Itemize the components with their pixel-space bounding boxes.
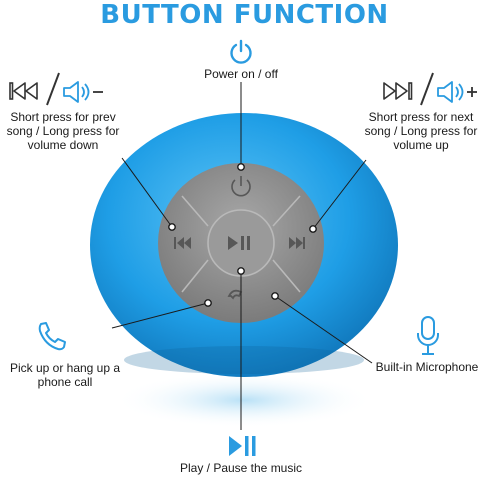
page-title: BUTTON FUNCTION (100, 0, 389, 30)
phone-icon (38, 322, 66, 351)
next-label: Short press for next song / Long press f… (364, 110, 478, 152)
play-pause-icon (229, 436, 256, 456)
microphone-icon (417, 316, 439, 355)
separator-slash (420, 72, 434, 106)
microphone-label: Built-in Microphone (375, 360, 479, 374)
power-label: Power on / off (204, 67, 278, 81)
speaker-shadow (114, 372, 374, 428)
previous-track-icon (9, 82, 38, 100)
play-label: Play / Pause the music (179, 461, 303, 475)
volume-down-icon (63, 81, 103, 103)
phone-label: Pick up or hang up a phone call (9, 361, 121, 389)
power-icon (230, 39, 252, 64)
prev-label: Short press for prev song / Long press f… (6, 110, 120, 152)
volume-up-icon (437, 81, 477, 103)
separator-slash (46, 72, 60, 106)
next-track-icon (383, 82, 413, 100)
